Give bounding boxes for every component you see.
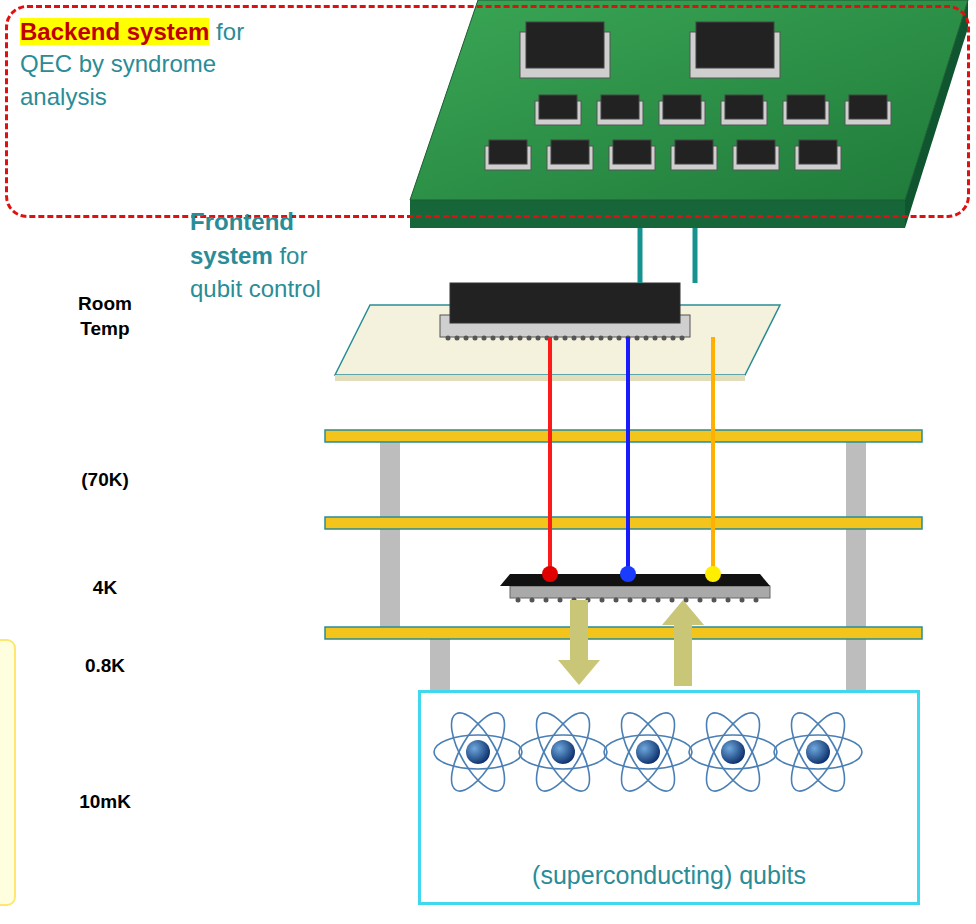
small-chip xyxy=(671,140,717,170)
frontend-board: Frontend system for qubit control xyxy=(190,205,790,385)
pin xyxy=(572,336,577,341)
temperature-label: 10mK xyxy=(50,790,160,815)
bus-connector xyxy=(640,228,695,283)
pin xyxy=(590,336,595,341)
qubit-box: (superconducting) qubits xyxy=(418,690,920,905)
temperature-label: Room Temp xyxy=(65,292,145,341)
pin xyxy=(464,336,469,341)
pin xyxy=(558,598,563,603)
small-chip xyxy=(535,95,581,125)
pin xyxy=(671,336,676,341)
small-chip xyxy=(845,95,891,125)
pin xyxy=(518,336,523,341)
pin xyxy=(530,598,535,603)
pin xyxy=(491,336,496,341)
pin xyxy=(554,336,559,341)
pin xyxy=(473,336,478,341)
pin xyxy=(656,598,661,603)
small-chip xyxy=(659,95,705,125)
pin xyxy=(644,336,649,341)
pin xyxy=(653,336,658,341)
small-chip xyxy=(485,140,531,170)
small-chip xyxy=(783,95,829,125)
pin xyxy=(527,336,532,341)
temperature-label: 4K xyxy=(50,576,160,601)
pin xyxy=(599,336,604,341)
pin xyxy=(740,598,745,603)
temperature-label: (70K) xyxy=(50,468,160,493)
pin xyxy=(670,598,675,603)
heading: Backend system xyxy=(20,18,209,45)
pin xyxy=(662,336,667,341)
pin xyxy=(698,598,703,603)
small-chip xyxy=(733,140,779,170)
pin xyxy=(726,598,731,603)
small-chip xyxy=(547,140,593,170)
pin xyxy=(680,336,685,341)
temperature-label: 0.8K xyxy=(50,654,160,679)
heading: Frontend system xyxy=(190,208,294,269)
pin xyxy=(516,598,521,603)
pin xyxy=(455,336,460,341)
pin xyxy=(754,598,759,603)
pin xyxy=(628,598,633,603)
body-text: (superconducting) qubits xyxy=(532,861,806,889)
pin xyxy=(544,598,549,603)
pin xyxy=(635,336,640,341)
pin xyxy=(608,336,613,341)
pin xyxy=(563,336,568,341)
pin xyxy=(617,336,622,341)
pin xyxy=(509,336,514,341)
pin xyxy=(581,336,586,341)
pin xyxy=(446,336,451,341)
small-chip xyxy=(609,140,655,170)
pin xyxy=(600,598,605,603)
pin xyxy=(614,598,619,603)
small-chip xyxy=(597,95,643,125)
pin xyxy=(500,336,505,341)
pin xyxy=(482,336,487,341)
backend-region: Backend system for QEC by syndrome analy… xyxy=(5,5,970,218)
pin xyxy=(642,598,647,603)
small-chip xyxy=(795,140,841,170)
pin xyxy=(712,598,717,603)
small-chip xyxy=(721,95,767,125)
pin xyxy=(536,336,541,341)
